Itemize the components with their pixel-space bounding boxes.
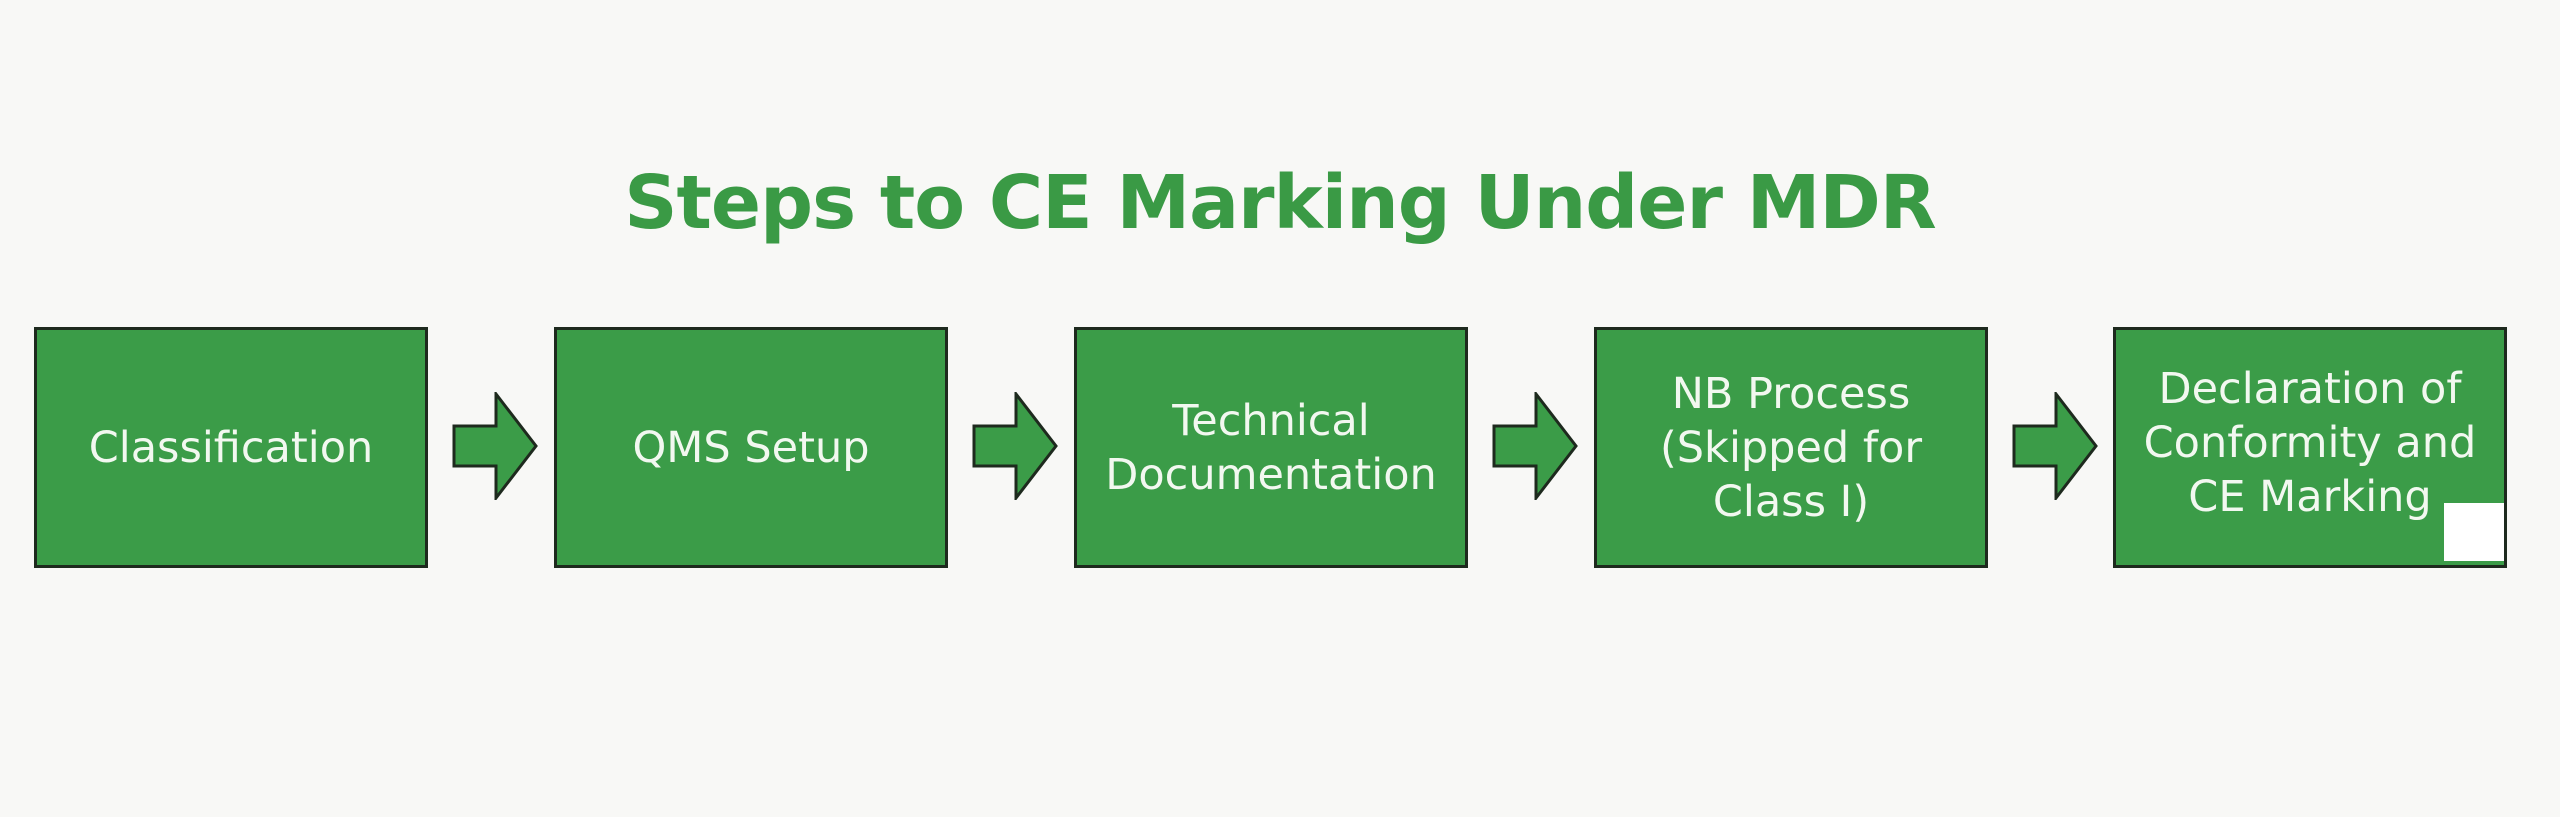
diagram-title: Steps to CE Marking Under MDR xyxy=(624,160,1937,246)
step-declaration-ce-marking: Declaration of Conformity and CE Marking xyxy=(2113,327,2507,568)
ce-mark-logo xyxy=(2444,503,2504,561)
step-nb-process: NB Process (Skipped for Class I) xyxy=(1594,327,1988,568)
step-classification: Classification xyxy=(34,327,428,568)
step-label: Classification xyxy=(88,422,374,473)
step-label: Technical Documentation xyxy=(1105,395,1437,500)
arrow-right-icon xyxy=(2012,392,2098,500)
step-qms-setup: QMS Setup xyxy=(554,327,948,568)
arrow-right-icon xyxy=(452,392,538,500)
step-label: NB Process (Skipped for Class I) xyxy=(1659,368,1923,527)
step-technical-documentation: Technical Documentation xyxy=(1074,327,1468,568)
step-label: Declaration of Conformity and CE Marking xyxy=(2143,363,2477,522)
arrow-right-icon xyxy=(972,392,1058,500)
arrow-right-icon xyxy=(1492,392,1578,500)
step-label: QMS Setup xyxy=(632,422,870,473)
